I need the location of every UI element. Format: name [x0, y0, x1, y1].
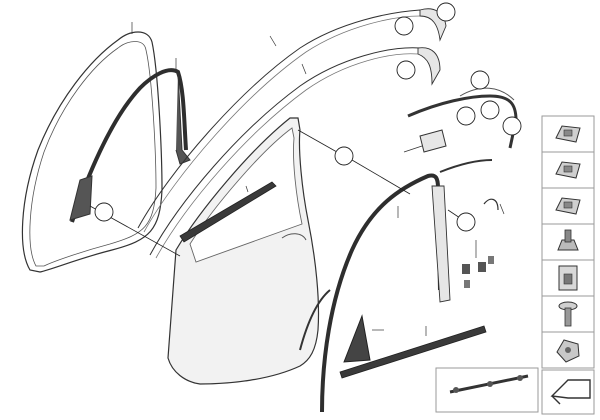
door-frame-seal — [21, 22, 163, 273]
screw-icon — [558, 301, 578, 327]
fastener-cell-f4 — [541, 223, 595, 261]
trim-rail-icon — [449, 374, 529, 394]
fastener-cell-f5 — [541, 259, 595, 297]
callout-c10 — [502, 116, 522, 136]
callout-c8 — [94, 202, 114, 222]
expanding-clip-icon — [557, 229, 579, 251]
callout-c7 — [334, 146, 354, 166]
fastener-cell-f7 — [541, 331, 595, 369]
belt-line-strip — [179, 181, 277, 243]
arrow-tag-icon — [541, 369, 595, 415]
callout-layer — [94, 2, 522, 232]
fastener-cell-f3 — [541, 187, 595, 225]
door-shell — [167, 117, 320, 385]
callout-c1 — [394, 16, 414, 36]
mounting-bracket — [403, 129, 447, 153]
fastener-panel — [541, 115, 595, 369]
mirror-triangle-cover — [343, 314, 384, 363]
spring-nut-icon — [558, 265, 578, 291]
fastener-cell-f1 — [541, 115, 595, 153]
clip-icon — [555, 125, 581, 143]
callout-c6 — [456, 106, 476, 126]
callout-c4 — [470, 70, 490, 90]
loose-clips — [462, 240, 494, 288]
roof-trim-strip-inner — [149, 47, 441, 259]
rear-window-trim — [407, 87, 518, 173]
nut-icon — [556, 339, 580, 363]
detail-box — [435, 367, 539, 413]
small-clip-hook — [483, 198, 505, 215]
callout-c5 — [480, 100, 500, 120]
clip-icon — [555, 197, 581, 215]
fastener-cell-f6 — [541, 295, 595, 333]
window-channel-seal — [69, 58, 191, 223]
clip-icon — [555, 161, 581, 179]
fastener-cell-f2 — [541, 151, 595, 189]
callout-c9 — [456, 212, 476, 232]
pillar-frame-seal — [299, 173, 451, 413]
callout-c2 — [436, 2, 456, 22]
callout-c3 — [396, 60, 416, 80]
sill-trim-strip — [339, 325, 487, 379]
